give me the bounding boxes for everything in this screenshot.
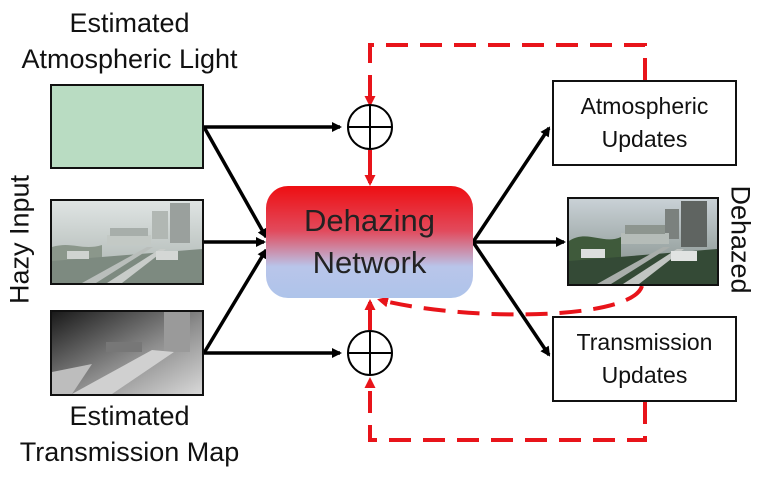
label-line: Transmission Map [19,437,240,467]
circle-plus-icon [347,330,393,376]
feedback-dehazed-loop [377,285,644,317]
box-line: Updates [601,362,688,388]
network-label-line1: Dehazing [304,203,435,238]
arrow-transmission-to-network [202,248,268,354]
feedback-atmospheric-loop [364,43,647,107]
estimated-light-label: Estimated Atmospheric Light [0,5,259,77]
arrow-network-to-transmission [471,241,551,357]
atmospheric-light-map [50,84,204,169]
transmission-map-image [50,310,204,396]
dehazed-label: Dehazed [725,185,756,294]
box-line: Atmospheric [580,93,709,119]
label-line: Estimated [69,8,190,38]
arrow-light-to-network [202,126,268,239]
feedback-transmission-loop [364,377,647,442]
box-line: Updates [601,126,688,152]
hazy-input-label: Hazy Input [4,174,35,305]
dehazed-image [567,197,719,286]
estimated-transmission-label: Estimated Transmission Map [0,398,259,470]
label-line: Atmospheric Light [21,44,238,74]
dehazing-network-node: Dehazing Network [266,186,473,298]
box-line: Transmission [576,329,713,355]
hazy-input-image [50,199,204,285]
arrow-network-to-atmospheric [471,126,551,243]
circle-plus-icon [347,104,393,150]
atmospheric-updates-box: Atmospheric Updates [552,80,737,166]
label-line: Estimated [69,401,190,431]
transmission-updates-box: Transmission Updates [552,316,737,402]
network-label-line2: Network [312,245,427,280]
